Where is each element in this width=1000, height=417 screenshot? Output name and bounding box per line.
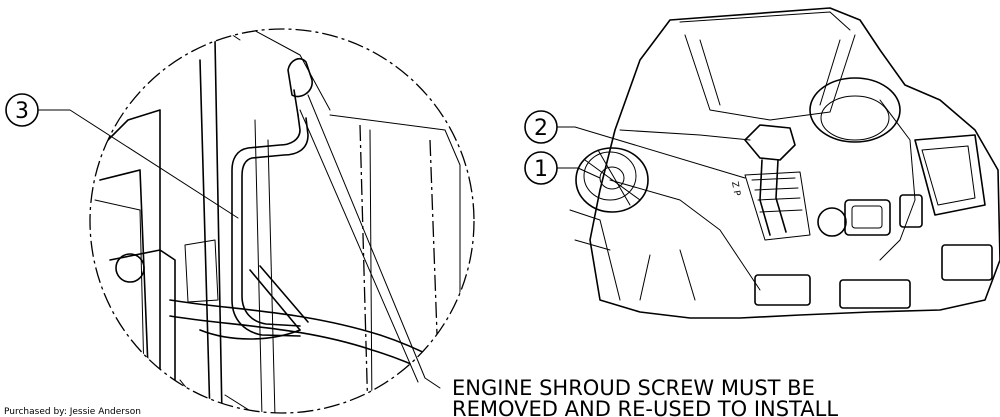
purchaser-footer: Purchased by: Jessie Anderson (4, 407, 141, 417)
balloon-2-leader (556, 126, 746, 179)
balloon-2-label: 2 (534, 116, 548, 141)
cup-holder (809, 77, 901, 143)
note-line-2: REMOVED AND RE-USED TO INSTALL (452, 397, 838, 417)
installation-note: ENGINE SHROUD SCREW MUST BE REMOVED AND … (452, 376, 838, 417)
fuel-cap (575, 147, 649, 213)
balloon-1: 1 (524, 151, 601, 185)
detail-circle (89, 28, 475, 414)
switch-small (899, 194, 923, 228)
note-line-1: ENGINE SHROUD SCREW MUST BE (452, 376, 815, 400)
side-vent (914, 134, 986, 216)
shift-gate-marking: Z P (729, 181, 741, 198)
shift-knob (744, 124, 796, 161)
panel-hole (115, 253, 145, 283)
console-assembly: Z P (569, 7, 1000, 319)
lower-vent-right (941, 244, 993, 281)
balloon-3-label: 3 (15, 99, 29, 124)
screw-head (287, 58, 313, 98)
lower-vent-left (754, 274, 811, 306)
balloon-1-leader (556, 167, 601, 179)
detail-contents (90, 29, 474, 413)
note-leader-2 (299, 109, 419, 383)
note-leader (307, 94, 441, 389)
balloon-3: 3 (5, 93, 239, 219)
balloon-2: 2 (524, 110, 746, 179)
lower-vent-center (839, 279, 911, 309)
key-switch (817, 207, 847, 237)
balloon-1-label: 1 (534, 157, 548, 182)
balloon-3-leader (37, 109, 239, 219)
detail-view (89, 28, 475, 414)
